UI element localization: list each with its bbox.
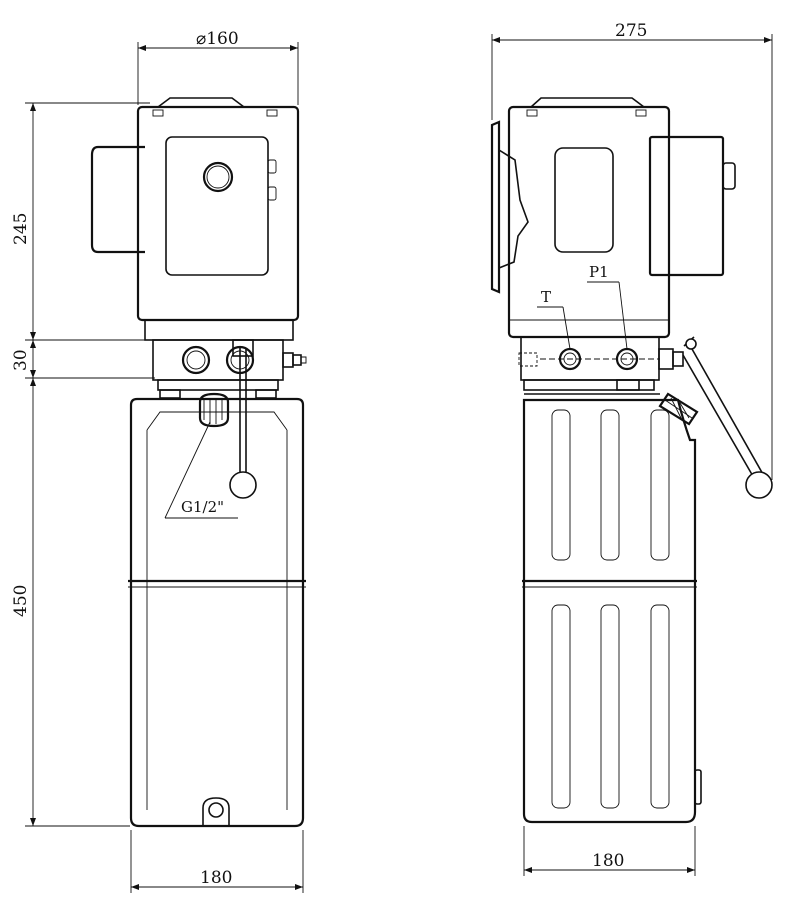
front-motor [90,97,300,341]
dim-tank-height: 450 [11,378,130,827]
diameter-label: ⌀160 [196,29,239,49]
front-tank [128,392,306,828]
width-right-label: 180 [592,851,624,871]
pressure-port-label: P1 [589,263,609,281]
tank-port-callout: T [537,288,571,350]
side-tank [522,392,702,824]
filler-cap [198,392,230,428]
width-right-top-label: 275 [615,21,647,41]
side-bracket [490,120,529,294]
dim-diameter-top: ⌀160 [137,29,299,105]
dim-valve-height: 30 [11,340,155,379]
dim-motor-height: 245 [11,102,150,341]
width-left-label: 180 [200,868,232,888]
dim-width-left: 180 [130,830,304,893]
front-view: G1/2" ⌀160 245 30 [11,29,307,893]
left-port-callout: G1/2" [164,421,238,519]
tank-port-label: T [541,288,551,306]
tank-height-label: 450 [11,585,31,617]
left-port-label: G1/2" [181,498,224,516]
motor-height-label: 245 [11,213,31,245]
front-valve-block [152,339,307,499]
side-filler-cap [658,392,699,426]
side-valve-block [518,336,773,499]
side-view: T P1 275 180 [490,21,773,876]
dim-width-right-top: 275 [491,21,773,480]
dim-width-right: 180 [523,826,696,876]
pressure-port-callout: P1 [587,263,628,350]
valve-height-label: 30 [11,349,31,371]
